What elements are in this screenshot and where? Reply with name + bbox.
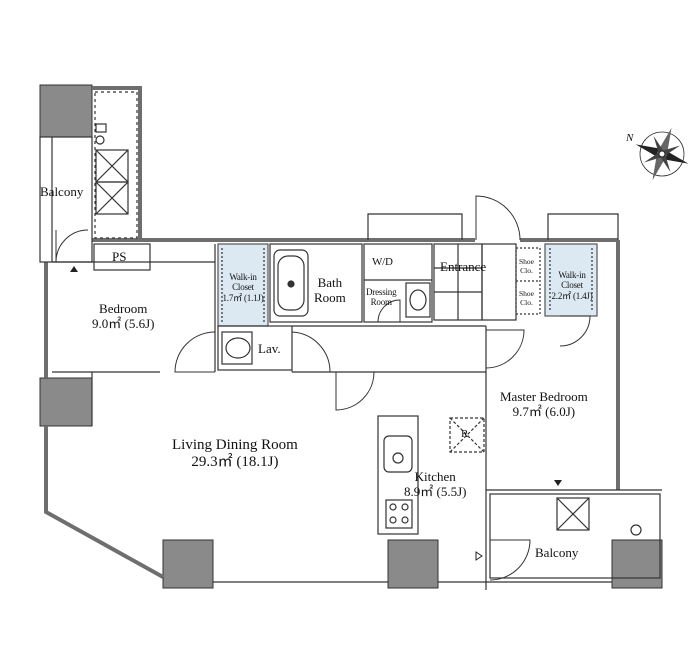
interior-lines	[39, 91, 662, 590]
dressing-room-line2: Room	[370, 297, 392, 308]
dressing-room-line1: Dressing	[366, 287, 397, 297]
dressing-room-label: Dressing Room	[366, 287, 397, 308]
kitchen-area: 8.9㎡ (5.5J)	[404, 483, 467, 499]
kitchen-name: Kitchen	[414, 469, 456, 484]
bedroom-area: 9.0㎡ (5.6J)	[92, 315, 155, 331]
shoe-closet-2-label: Shoe Clo.	[519, 289, 534, 307]
column-se	[611, 539, 663, 589]
entrance-label: Entrance	[440, 259, 487, 274]
shoe-closet-2-line2: Clo.	[520, 297, 533, 307]
walkin-closet-2-area: 2.2㎡ (1.4J)	[551, 290, 593, 301]
bath-room-label: Bath Room	[314, 275, 346, 306]
living-dining-name: Living Dining Room	[172, 437, 298, 453]
compass-north-label: N	[626, 132, 634, 144]
compass	[635, 127, 689, 181]
master-bedroom-label: Master Bedroom 9.7㎡ (6.0J)	[500, 389, 588, 420]
shoe-closet-1-label: Shoe Clo.	[519, 257, 534, 275]
column-nw	[39, 84, 93, 138]
shoe-closet-1-line2: Clo.	[520, 265, 533, 275]
bath-room-line1: Bath	[317, 275, 343, 290]
columns	[39, 84, 663, 589]
shoe-closet-2-line1: Shoe	[519, 289, 534, 298]
living-dining-label: Living Dining Room 29.3㎡ (18.1J)	[172, 437, 298, 472]
column-s1	[162, 539, 214, 589]
walkin-closet-2-label: Walk-in Closet 2.2㎡ (1.4J)	[546, 270, 598, 301]
balcony-east-label: Balcony	[535, 545, 579, 560]
refrigerator-mark: R	[461, 428, 469, 440]
column-s2	[387, 539, 439, 589]
walkin-closet-1-line2: Closet	[232, 282, 254, 293]
markers	[70, 266, 562, 561]
bedroom-name: Bedroom	[99, 301, 148, 316]
master-bedroom-area: 9.7㎡ (6.0J)	[512, 403, 576, 419]
walkin-closet-1-label: Walk-in Closet 1.7㎡ (1.1J)	[219, 272, 267, 303]
wd-label: W/D	[372, 256, 393, 268]
entry-marker-south	[475, 551, 483, 561]
bedroom-label: Bedroom 9.0㎡ (5.6J)	[92, 301, 155, 332]
walkin-closet-1-line1: Walk-in	[229, 272, 257, 282]
column-w	[39, 377, 93, 427]
entry-marker-east	[554, 480, 562, 486]
kitchen-label: Kitchen 8.9㎡ (5.5J)	[404, 469, 467, 500]
ps-label: PS	[112, 249, 127, 264]
lav-label: Lav.	[258, 341, 281, 356]
walkin-closet-2-line2: Closet	[561, 280, 583, 291]
walkin-closet-2-line1: Walk-in	[558, 270, 586, 280]
doors	[55, 195, 591, 581]
living-dining-area: 29.3㎡ (18.1J)	[191, 454, 279, 471]
shoe-closet-1-line1: Shoe	[519, 257, 534, 266]
walkin-closet-1-area: 1.7㎡ (1.1J)	[222, 292, 264, 303]
walls	[44, 86, 620, 579]
bath-room-line2: Room	[314, 289, 346, 305]
master-bedroom-name: Master Bedroom	[500, 389, 588, 404]
entry-marker-west	[70, 266, 78, 272]
balcony-west-label: Balcony	[40, 184, 84, 199]
